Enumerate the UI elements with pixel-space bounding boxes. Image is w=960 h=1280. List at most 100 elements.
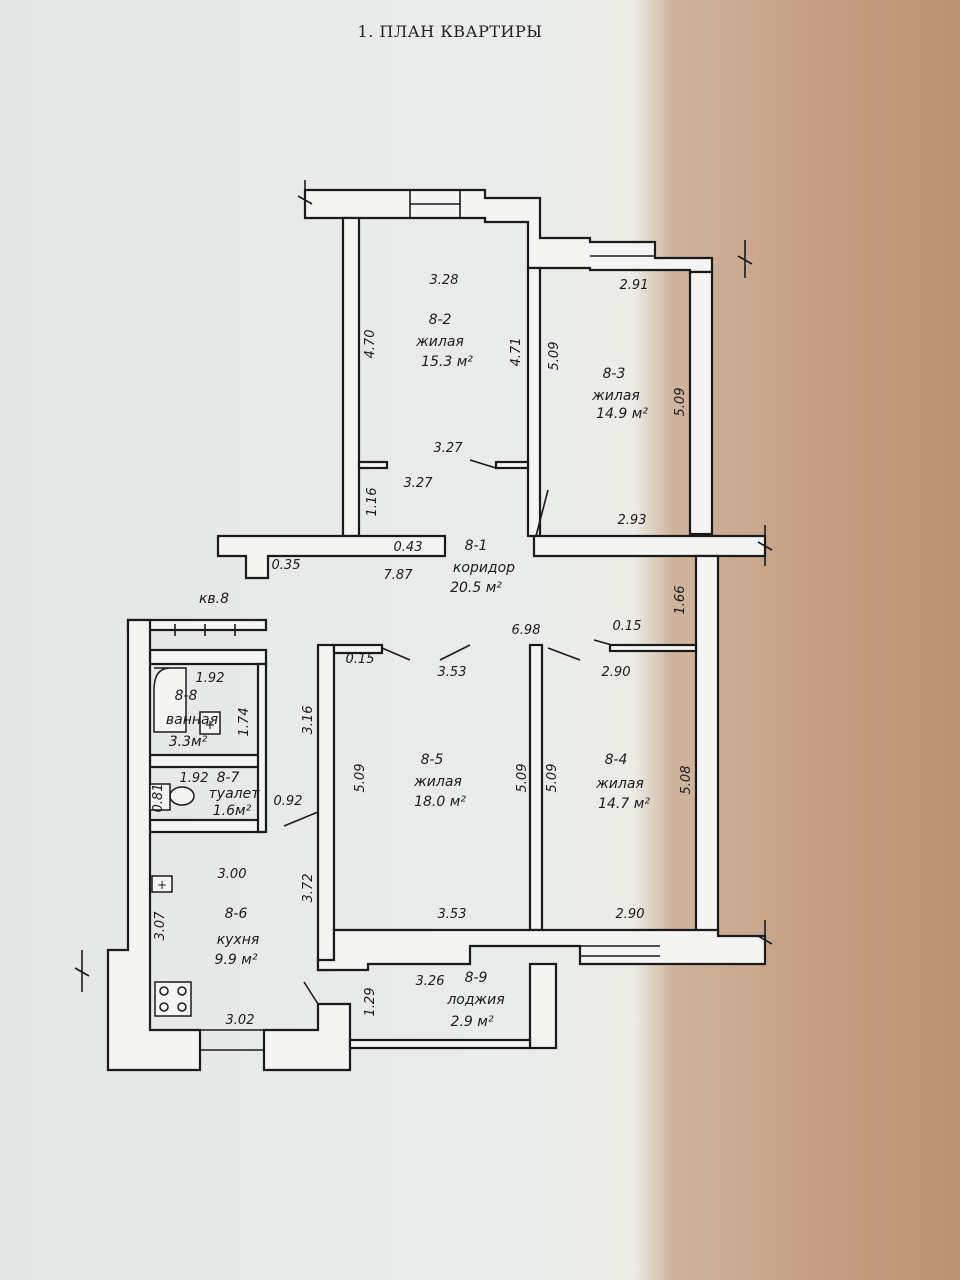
bathtub-icon (153, 667, 187, 733)
door-kitchen (283, 811, 319, 827)
room-8-6-id: 8-6 (225, 906, 248, 922)
room-8-2-area: 15.3 м² (421, 354, 473, 370)
bottom-outer-wall (316, 928, 767, 972)
room-8-8-id: 8-8 (175, 688, 198, 704)
room-8-9-id: 8-9 (465, 970, 488, 986)
dim-label: 2.93 (618, 513, 647, 528)
room-8-2-name: жилая (415, 334, 464, 350)
toilet-tank-icon (149, 783, 171, 811)
dim-label: 2.90 (602, 665, 631, 680)
svg-text:+: + (205, 718, 216, 733)
dim-label: 1.66 (673, 586, 688, 615)
dim-label: 3.07 (153, 911, 168, 941)
dim-label: 0.15 (613, 619, 642, 634)
dim-label: 3.53 (438, 907, 467, 922)
apartment-label: кв.8 (199, 591, 229, 607)
room-8-8-name: ванная (166, 712, 218, 728)
kitchen-bottom-wall (262, 1002, 352, 1072)
dim-label: 5.09 (673, 388, 688, 417)
room-8-1-id: 8-1 (465, 538, 488, 554)
top-outer-wall (303, 188, 714, 274)
fixtures: + + (149, 667, 221, 1017)
room-8-1-area: 20.5 м² (450, 580, 502, 596)
break-marks (74, 180, 773, 992)
window-kitchen (200, 1029, 264, 1051)
dim-label: 4.70 (363, 330, 378, 359)
room-8-3-area: 14.9 м² (596, 406, 648, 422)
room-8-4-top-wall (608, 643, 698, 653)
dim-label: 1.74 (237, 708, 252, 737)
dim-label: 1.92 (180, 771, 209, 786)
bath-toilet-partition (148, 753, 262, 769)
room-8-7-id: 8-7 (217, 770, 240, 786)
bath-sink-icon (199, 711, 221, 735)
room-labels: 8-2 жилая 15.3 м² 8-3 жилая 14.9 м² 8-1 … (166, 312, 650, 1030)
room-8-5-id: 8-5 (421, 752, 444, 768)
partition-8-2-8-3 (526, 266, 542, 538)
dim-label: 2.91 (620, 278, 649, 293)
room-8-7-name: туалет (209, 786, 261, 802)
dim-label: 7.87 (384, 568, 414, 583)
room-8-8-area: 3.3м² (169, 734, 208, 750)
room-8-3-right-wall (688, 270, 714, 536)
room-8-7-area: 1.6м² (213, 803, 252, 819)
room-8-9-name: лоджия (446, 992, 504, 1008)
dim-label: 5.08 (679, 766, 694, 795)
dim-label: 0.92 (274, 794, 303, 809)
dimension-labels: 3.28 2.91 4.70 4.71 5.09 5.09 3.27 3.27 … (151, 273, 694, 1028)
loggia-right-wall (528, 962, 558, 1050)
dim-label: 5.09 (547, 342, 562, 371)
right-outer-wall (694, 554, 720, 938)
door-loggia (303, 981, 319, 1005)
left-outer-wall (106, 618, 202, 1072)
room-8-6-area: 9.9 м² (215, 952, 258, 968)
room-8-5-name: жилая (413, 774, 462, 790)
dim-label: 6.98 (512, 623, 541, 638)
dim-label: 3.28 (430, 273, 459, 288)
windows (150, 190, 660, 1051)
room-8-5-area: 18.0 м² (414, 794, 466, 810)
room-8-5-top-wall (332, 643, 384, 655)
dim-label: 1.92 (196, 671, 225, 686)
door-8-2 (469, 459, 497, 469)
room-8-5-left-wall (316, 643, 336, 972)
dim-label: 5.09 (545, 764, 560, 793)
dim-label: 3.16 (301, 706, 316, 735)
dim-label: 2.90 (616, 907, 645, 922)
room-8-3-id: 8-3 (603, 366, 626, 382)
corridor-upper-right-wall (532, 534, 767, 558)
dim-label: 0.81 (151, 784, 166, 813)
room-8-9-area: 2.9 м² (451, 1014, 494, 1030)
door-8-3 (535, 489, 549, 537)
door-8-5 (381, 644, 471, 661)
bath-right-wall (256, 662, 268, 834)
loggia-bottom-wall (348, 1038, 532, 1050)
page-title: 1. ПЛАН КВАРТИРЫ (357, 22, 543, 41)
dim-label: 0.43 (394, 540, 423, 555)
doors (283, 459, 613, 1005)
room-8-4-id: 8-4 (605, 752, 628, 768)
room-8-3-name: жилая (591, 388, 640, 404)
dim-label: 0.15 (346, 652, 375, 667)
window-8-2 (409, 190, 461, 218)
dim-label: 3.27 (434, 441, 464, 456)
dim-label: 3.02 (226, 1013, 255, 1028)
room-8-1-name: коридор (453, 560, 515, 576)
door-8-4 (547, 639, 613, 661)
stove-icon (154, 981, 192, 1017)
dim-label: 5.09 (515, 764, 530, 793)
dim-label: 3.27 (404, 476, 434, 491)
room-8-4-area: 14.7 м² (598, 796, 650, 812)
dim-label: 1.16 (365, 488, 380, 517)
dim-label: 0.35 (272, 558, 301, 573)
dim-label: 3.26 (416, 974, 445, 989)
room-8-6-name: кухня (217, 932, 260, 948)
dim-label: 3.00 (218, 867, 247, 882)
dim-label: 5.09 (353, 764, 368, 793)
corridor-upper-left-wall (216, 534, 447, 580)
window-8-3 (590, 241, 655, 257)
room-8-2-lower-partition (357, 460, 389, 470)
dim-label: 4.71 (509, 338, 524, 367)
bath-upper-wall (148, 648, 268, 666)
